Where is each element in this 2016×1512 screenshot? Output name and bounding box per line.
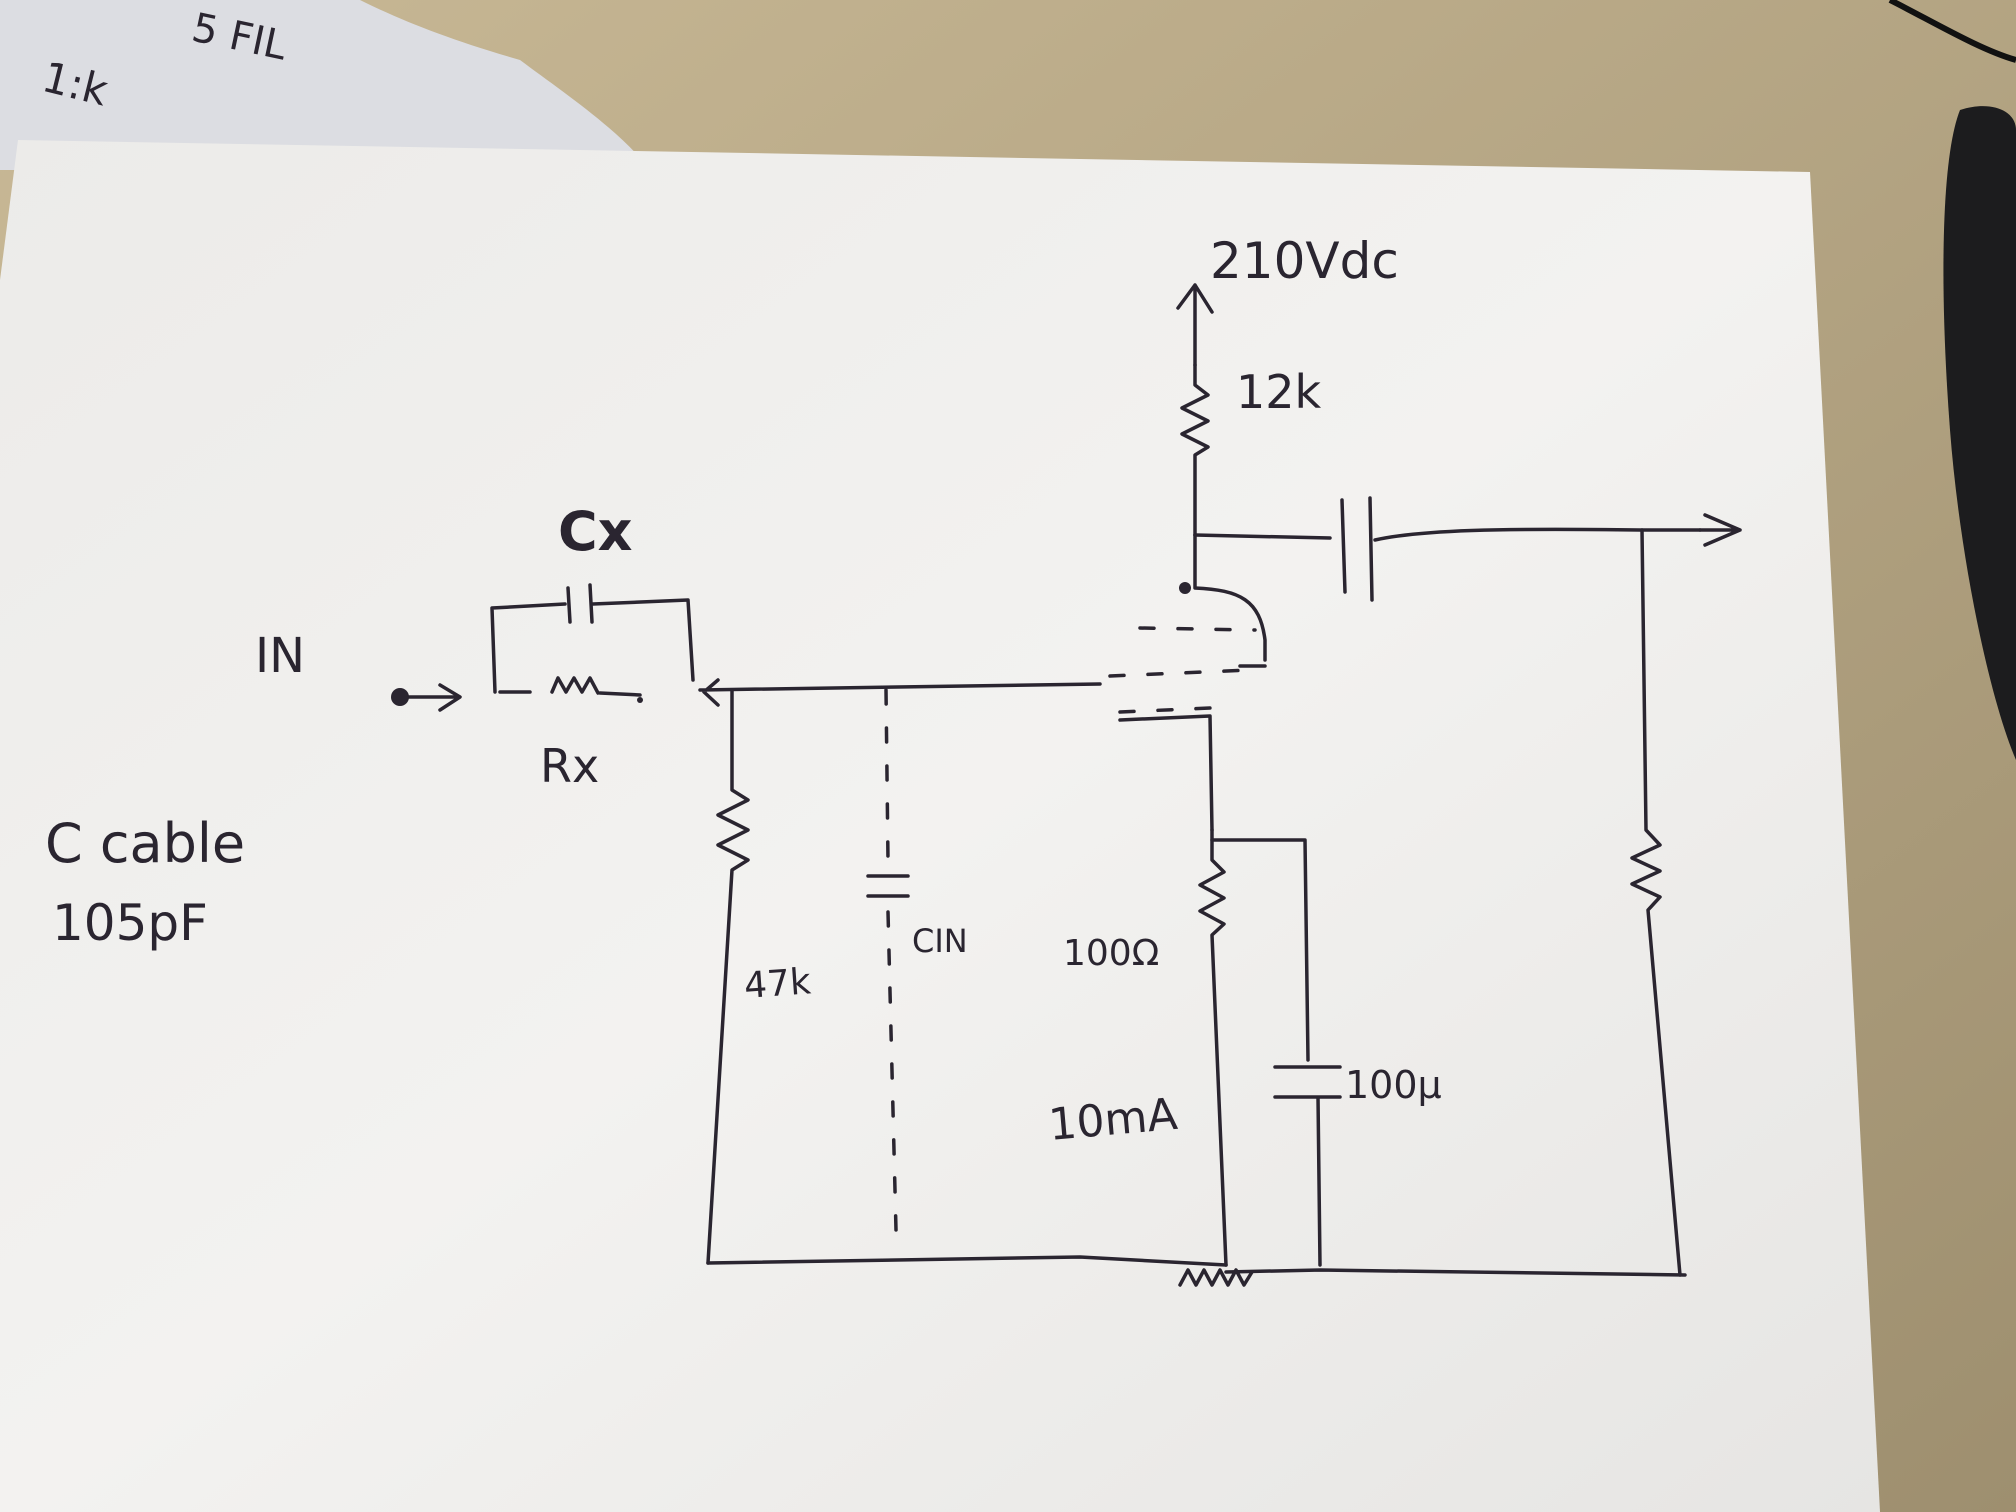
label-cathode-resistor: 100Ω <box>1063 933 1159 974</box>
input-terminal <box>391 688 409 706</box>
cx-capacitor <box>566 583 594 624</box>
ground-bus <box>706 1255 1687 1277</box>
label-cathode-current: 10mA <box>1047 1089 1180 1151</box>
cable-wire <box>1888 0 2016 63</box>
cin-wire-top <box>884 688 890 862</box>
output-wire <box>1373 527 1702 542</box>
load-resistor <box>1630 528 1682 1277</box>
cin-capacitor <box>866 874 910 898</box>
cx-branch <box>490 598 695 694</box>
label-input-capacitance: CIN <box>912 922 968 960</box>
label-grid-resistor: 47k <box>743 961 813 1007</box>
label-bypass-cap: 100µ <box>1345 1063 1442 1107</box>
triode-grid <box>1108 626 1257 678</box>
scrap-paper <box>0 0 650 170</box>
circuit-schematic <box>391 283 1742 1287</box>
bypass-capacitor <box>1273 1065 1342 1267</box>
rx-node <box>637 697 643 703</box>
paper-sheet <box>0 140 1880 1512</box>
rx-branch <box>498 690 642 697</box>
cathode-wire <box>1118 714 1214 832</box>
cathode-resistor-100ohm <box>1198 828 1228 1267</box>
supply-arrow <box>1176 283 1214 367</box>
triode-cathode <box>1118 706 1212 714</box>
label-plate-resistor: 12k <box>1236 365 1322 419</box>
label-supply: 210Vdc <box>1210 232 1399 290</box>
output-coupling-capacitor <box>1340 496 1374 602</box>
grid-resistor-47k <box>706 688 750 1265</box>
label-cable-line2: 105pF <box>52 894 208 952</box>
ground-symbol <box>1178 1268 1254 1287</box>
triode-plate <box>1193 533 1267 668</box>
label-input: IN <box>255 628 305 684</box>
label-coupling-cap-in: Cx <box>558 500 633 563</box>
plate-wire <box>1193 533 1332 540</box>
label-series-resistor: Rx <box>540 739 599 793</box>
rx-resistor <box>550 676 600 695</box>
cin-wire-bottom <box>886 910 898 1232</box>
label-cable-line1: C cable <box>45 812 245 875</box>
plate-dot <box>1179 582 1191 594</box>
mouse-object <box>1943 106 2016 760</box>
bypass-wire <box>1210 838 1310 1062</box>
output-arrow <box>1698 513 1742 547</box>
plate-resistor-12k <box>1180 363 1210 537</box>
input-arrow <box>403 683 462 712</box>
grid-input-wire <box>698 678 1102 707</box>
